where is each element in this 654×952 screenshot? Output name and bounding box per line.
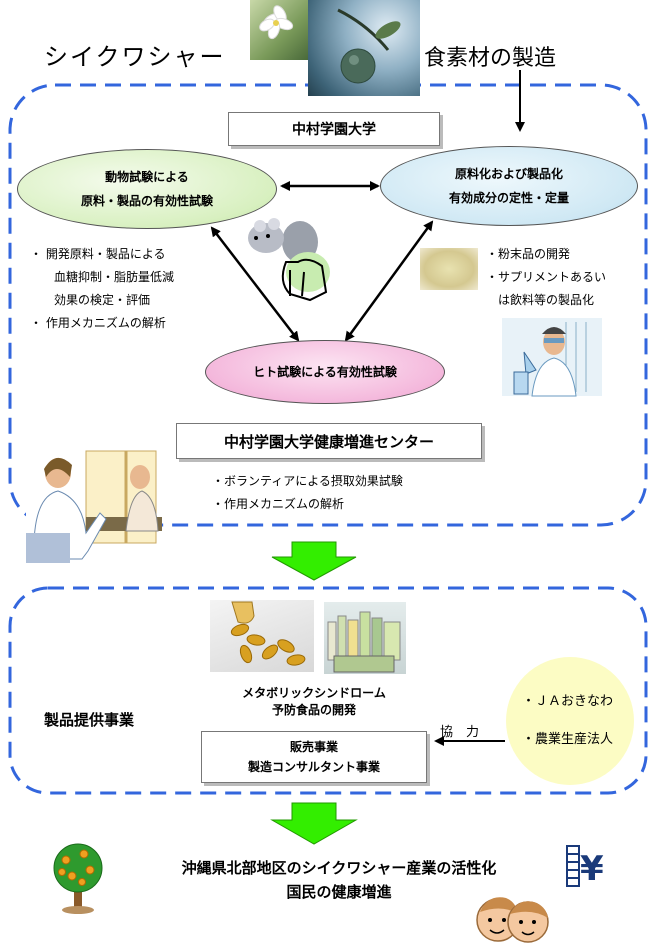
health-center-box: 中村学園大学健康増進センター bbox=[176, 423, 482, 459]
list-item: ・ 開発原料・製品による bbox=[30, 247, 166, 261]
green-arrow-2 bbox=[270, 802, 358, 845]
list-item: ・作用メカニズムの解析 bbox=[212, 497, 345, 511]
svg-text:¥: ¥ bbox=[580, 849, 604, 889]
arrow-material-human bbox=[344, 220, 434, 342]
list-item: は飲料等の製品化 bbox=[498, 293, 595, 307]
header-left-title: シイクワシャー bbox=[44, 43, 226, 71]
outcome-line-2: 国民の健康増進 bbox=[286, 883, 392, 901]
animal-test-ellipse: 動物試験による 原料・製品の有効性試験 bbox=[17, 149, 277, 229]
mouse-icon bbox=[238, 212, 330, 304]
powder-photo bbox=[420, 248, 478, 290]
product-caption-line-1: メタボリックシンドローム bbox=[242, 686, 386, 700]
material-ellipse: 原料化および製品化 有効成分の定性・定量 bbox=[380, 146, 638, 226]
header-right-title: 食素材の製造 bbox=[424, 46, 557, 71]
list-item: ・ 作用メカニズムの解析 bbox=[30, 316, 166, 330]
list-item: 効果の検定・評価 bbox=[54, 293, 151, 307]
animal-test-line-2: 原料・製品の有効性試験 bbox=[80, 194, 213, 208]
university-name: 中村学園大学 bbox=[292, 122, 376, 138]
material-line-2: 有効成分の定性・定量 bbox=[448, 191, 569, 205]
list-item: ・粉末品の開発 bbox=[486, 247, 571, 261]
citrus-fruit-photo bbox=[308, 0, 420, 96]
product-caption-line-2: 予防食品の開発 bbox=[271, 703, 356, 717]
university-name-box: 中村学園大学 bbox=[228, 112, 440, 146]
section-label: 製品提供事業 bbox=[44, 711, 135, 729]
scientist-icon bbox=[496, 312, 608, 400]
sales-line-1: 販売事業 bbox=[289, 740, 338, 754]
list-item: ・ボランティアによる摂取効果試験 bbox=[212, 474, 403, 488]
animal-test-line-1: 動物試験による bbox=[105, 170, 189, 184]
partner-item: ・農業生産法人 bbox=[522, 732, 614, 747]
arrow-animal-human bbox=[210, 226, 300, 342]
reception-icon bbox=[26, 447, 162, 565]
material-line-1: 原料化および製品化 bbox=[454, 167, 563, 181]
products-dashed-frame bbox=[8, 586, 648, 795]
human-test-ellipse: ヒト試験による有効性試験 bbox=[205, 340, 445, 404]
human-test-label: ヒト試験による有効性試験 bbox=[253, 365, 397, 379]
outcome-text: 沖縄県北部地区のシイクワシャー産業の活性化 国民の健康増進 bbox=[130, 856, 548, 904]
animal-test-list: ・ 開発原料・製品による 血糖抑制・脂肪量低減 効果の検定・評価 ・ 作用メカニ… bbox=[30, 243, 174, 335]
green-arrow-1 bbox=[271, 541, 357, 581]
university-dashed-frame bbox=[8, 83, 648, 527]
products-photo bbox=[324, 602, 406, 674]
list-item: ・サプリメントあるい bbox=[486, 270, 607, 284]
sales-line-2: 製造コンサルタント事業 bbox=[247, 760, 380, 774]
capsules-photo bbox=[210, 600, 314, 672]
material-list: ・粉末品の開発 ・サプリメントあるい は飲料等の製品化 bbox=[486, 243, 606, 312]
flower-photo bbox=[250, 0, 308, 60]
outcome-line-1: 沖縄県北部地区のシイクワシャー産業の活性化 bbox=[181, 859, 497, 877]
faces-icon bbox=[472, 890, 554, 948]
yen-icon: ¥ bbox=[565, 842, 611, 890]
health-center-name: 中村学園大学健康増進センター bbox=[223, 432, 434, 451]
partner-circle: ・ＪＡおきなわ ・農業生産法人 bbox=[506, 657, 634, 785]
product-caption: メタボリックシンドローム 予防食品の開発 bbox=[222, 685, 406, 719]
partner-item: ・ＪＡおきなわ bbox=[522, 694, 614, 709]
cooperation-label: 協 力 bbox=[440, 725, 480, 740]
sales-box: 販売事業 製造コンサルタント事業 bbox=[201, 731, 427, 783]
list-item: 血糖抑制・脂肪量低減 bbox=[54, 270, 175, 284]
health-center-list: ・ボランティアによる摂取効果試験 ・作用メカニズムの解析 bbox=[212, 470, 403, 516]
tree-icon bbox=[48, 840, 108, 916]
